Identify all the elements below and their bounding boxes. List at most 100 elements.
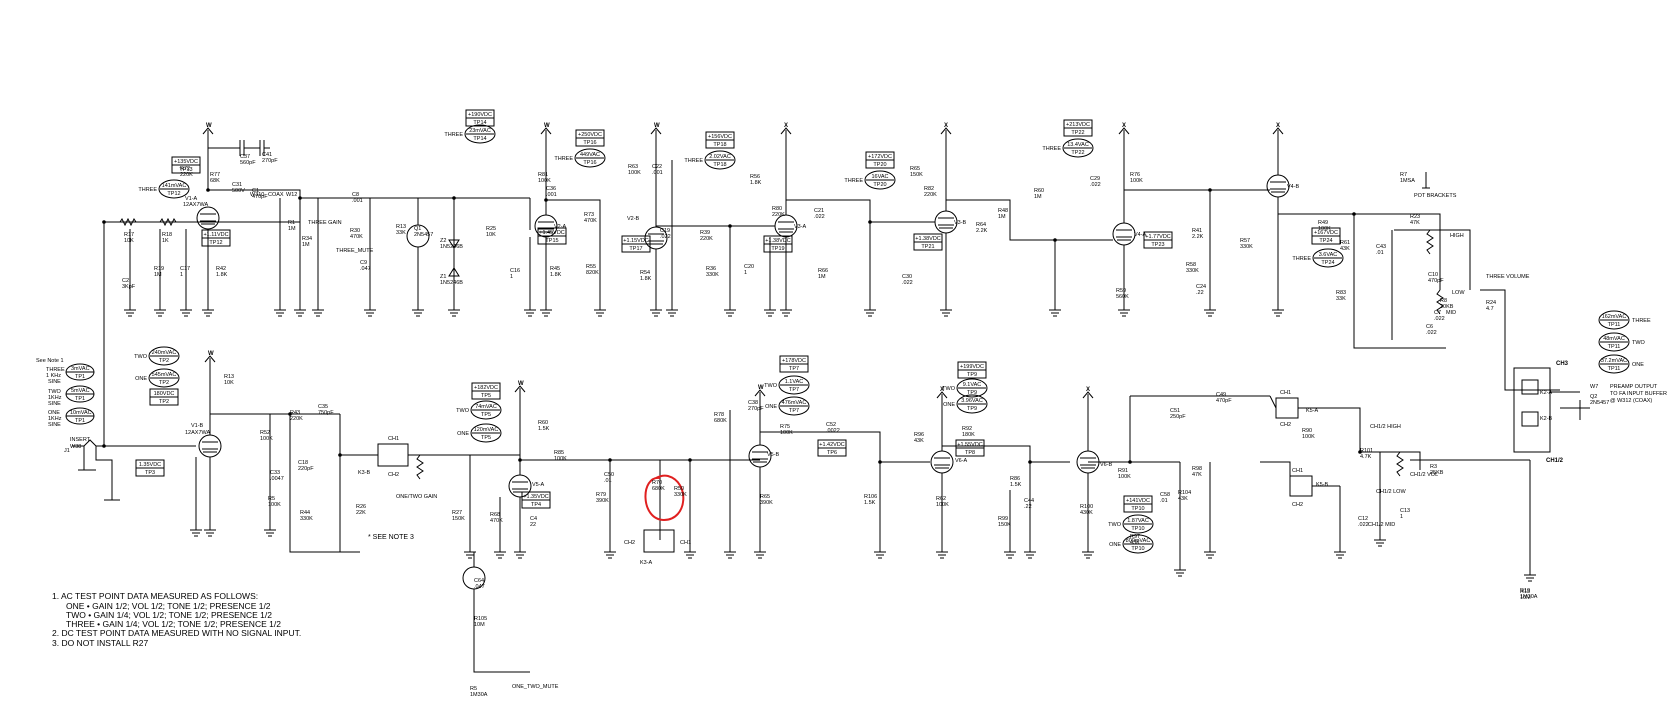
component-value: 470pF <box>1428 278 1444 284</box>
test-points-output: 162mVACTP11THREE48mVACTP11TWO37.2mVACTP1… <box>1598 310 1651 374</box>
component-ref: C49 <box>1216 392 1226 398</box>
component-ref: R58 <box>1186 262 1196 268</box>
component-ref: R60 <box>1034 188 1044 194</box>
component-value: 1M <box>302 242 310 248</box>
component-value: 1N5246B <box>440 244 463 250</box>
tp-id: TP8 <box>965 450 975 456</box>
tp-id: TP2 <box>159 399 169 405</box>
tube-v1a-label: V1-A <box>185 196 198 202</box>
component-ref: R64 <box>976 222 986 228</box>
component-ref: R62 <box>936 496 946 502</box>
component-value: .001 <box>652 170 663 176</box>
junction-dots <box>102 188 1362 464</box>
input-two-label: TWO <box>48 389 62 395</box>
component-ref: R44 <box>300 510 310 516</box>
component-value: 470K <box>490 518 503 524</box>
tube-v5a-label: V5-A <box>532 482 545 488</box>
relay-k5a-label: K5-A <box>1306 408 1319 414</box>
component-value: 470K <box>584 218 597 224</box>
component-ref: R19 <box>154 266 164 272</box>
component-ref: C2 <box>122 278 129 284</box>
ch12-high-label: CH1/2 HIGH <box>1370 424 1401 430</box>
component-ref: R18 <box>162 232 172 238</box>
tp-value: 23mVAC <box>469 128 491 134</box>
component-value: 100K <box>268 502 281 508</box>
component-value: .0022 <box>826 428 840 434</box>
component-ref: R45 <box>550 266 560 272</box>
tp-id: TP18 <box>713 162 726 168</box>
relay-ch1-label: CH1 <box>388 436 399 442</box>
component-ref: C6 <box>1426 324 1433 330</box>
component-value: 220K <box>772 212 785 218</box>
component-ref: C8 <box>352 192 359 198</box>
tp-id: TP24 <box>1319 238 1332 244</box>
tp-value: 800mVAC <box>1126 538 1151 544</box>
input-khz2-label: 1KHz <box>48 395 62 401</box>
component-ref: C24 <box>1196 284 1206 290</box>
component-value: 750pF <box>318 410 334 416</box>
preamp-output-label: PREAMP OUTPUT <box>1610 384 1658 390</box>
tp-id: TP13 <box>179 167 192 173</box>
tp-channel-label: TWO <box>764 383 778 389</box>
component-value: 390K <box>596 498 609 504</box>
component-ref: C31 <box>232 182 242 188</box>
tp-channel-label: ONE <box>457 431 469 437</box>
tp-value: 1.35VDC <box>139 462 161 468</box>
tp-id: TP4 <box>531 502 541 508</box>
tp-ellipse <box>864 170 896 190</box>
tp-id: TP10 <box>1131 506 1144 512</box>
tp-id: TP16 <box>583 140 596 146</box>
tp-value: +1.55VDC <box>957 442 983 448</box>
component-ref: R10 <box>1520 588 1530 594</box>
component-value: 500V <box>232 188 245 194</box>
component-value: 180K <box>962 432 975 438</box>
input-tp-value: 10mVAC <box>70 410 92 416</box>
input-sine-label: SINE <box>48 379 61 385</box>
ch12-low-label: CH1/2 LOW <box>1376 489 1406 495</box>
ch12-output-label: CH1/2 <box>1546 458 1564 464</box>
tp-id: TP10 <box>1131 546 1144 552</box>
tp-value: +182VDC <box>474 385 498 391</box>
supply-w-label: W <box>654 123 660 129</box>
tp-value: +213VDC <box>1066 122 1090 128</box>
component-ref: C37 <box>240 154 250 160</box>
component-ref: R68 <box>490 512 500 518</box>
component-ref: R98 <box>1192 466 1202 472</box>
tp-value: +1.15VDC <box>623 238 649 244</box>
relay-ch2-label: CH2 <box>1292 502 1303 508</box>
component-value: 330K <box>1186 268 1199 274</box>
tp-id: TP2 <box>159 358 169 364</box>
component-ref: C16 <box>510 268 520 274</box>
component-value: 1 <box>744 270 747 276</box>
component-value: 10K <box>486 232 496 238</box>
input-tp-value: 3mVAC <box>71 366 90 372</box>
insert-jack-label: INSERT <box>70 437 91 443</box>
tp-value: +1.38VDC <box>765 238 791 244</box>
relay-k3b-label: K3-B <box>358 470 371 476</box>
component-value: 1M <box>1034 194 1042 200</box>
component-value: 1 <box>510 274 513 280</box>
component-value: 1 <box>1400 514 1403 520</box>
tube-type-label: 12AX7WA <box>185 430 211 436</box>
relay-ch1-label: CH1 <box>680 540 691 546</box>
tube-v5b-label: V5-B <box>767 452 780 458</box>
three-mid-label: MID <box>1446 310 1456 316</box>
tp-value: 3.6VAC <box>1319 252 1338 258</box>
component-value: .022 <box>1426 330 1437 336</box>
component-value: 10K <box>224 380 234 386</box>
component-ref: R86 <box>1010 476 1020 482</box>
component-ref: R72 <box>180 166 190 172</box>
relay-ch2-label: CH2 <box>624 540 635 546</box>
component-value: 2.2K <box>976 228 988 234</box>
tp-id: TP21 <box>921 244 934 250</box>
component-ref: R77 <box>210 172 220 178</box>
tp-id: TP24 <box>1321 260 1334 266</box>
component-ref: C51 <box>1170 408 1180 414</box>
